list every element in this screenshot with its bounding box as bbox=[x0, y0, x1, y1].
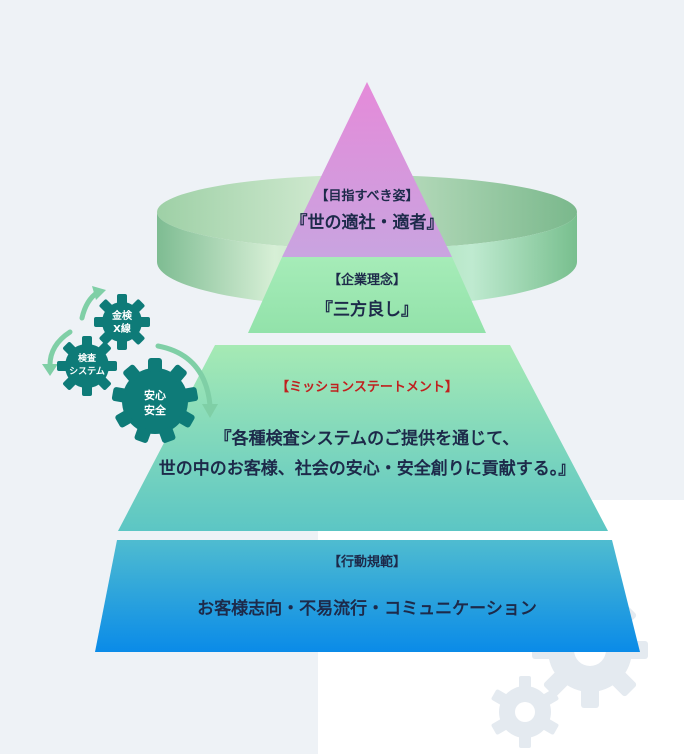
tier3-heading: 【ミッションステートメント】 bbox=[217, 376, 517, 395]
gear1-line2: X線 bbox=[102, 323, 142, 336]
gear2-label: 検査 システム bbox=[62, 353, 112, 379]
gear1-label: 金検 X線 bbox=[102, 310, 142, 336]
tier3-line2: 世の中のお客様、社会の安心・安全創りに貢献する。』 bbox=[127, 454, 607, 479]
gear3-line2: 安全 bbox=[130, 403, 180, 418]
gear2-line1: 検査 bbox=[62, 353, 112, 366]
tier1-heading: 【目指すべき姿】 bbox=[267, 185, 467, 204]
tier2-heading: 【企業理念】 bbox=[267, 269, 467, 288]
gear3-label: 安心 安全 bbox=[130, 388, 180, 418]
tier4-heading: 【行動規範】 bbox=[267, 551, 467, 570]
gear1-line1: 金検 bbox=[102, 310, 142, 323]
gear2-line2: システム bbox=[62, 366, 112, 379]
tier2-text: 『三方良し』 bbox=[267, 295, 467, 320]
gear3-line1: 安心 bbox=[130, 388, 180, 403]
tier3-line1: 『各種検査システムのご提供を通じて、 bbox=[167, 424, 567, 449]
tier4-text: お客様志向・不易流行・コミュニケーション bbox=[157, 594, 577, 619]
tier1-text: 『世の適社・適者』 bbox=[257, 208, 477, 233]
